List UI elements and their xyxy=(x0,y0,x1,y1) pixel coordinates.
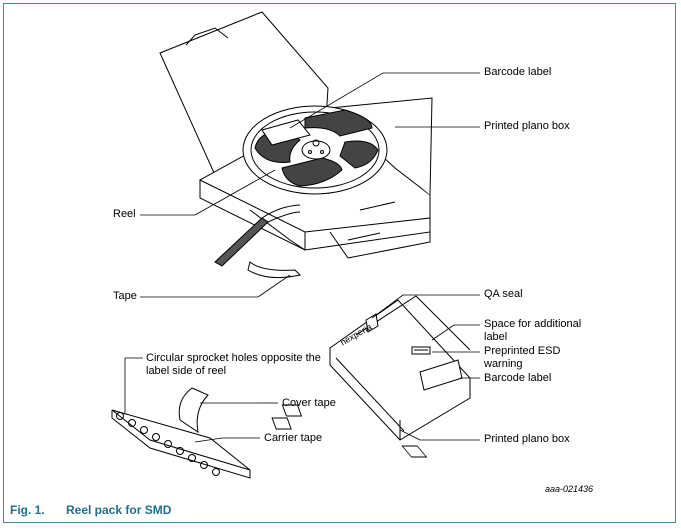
sprocket-holes xyxy=(116,412,220,476)
leader-lines-right xyxy=(371,294,480,441)
figure-caption: Fig. 1. Reel pack for SMD xyxy=(10,503,171,517)
tape-pockets xyxy=(271,404,428,458)
carrier-tape-label: Carrier tape xyxy=(264,432,323,444)
leader-lines-top xyxy=(140,72,480,298)
tape-strip xyxy=(214,204,302,279)
sprocket-holes-line1: Circular sprocket holes opposite the xyxy=(146,352,321,364)
barcode-label-bottom: Barcode label xyxy=(484,372,552,384)
carrier-tape xyxy=(111,387,428,479)
printed-plano-box-bottom: Printed plano box xyxy=(484,433,570,445)
printed-plano-box-top: Printed plano box xyxy=(484,120,570,132)
space-for-label-line2: label xyxy=(484,331,508,343)
reel xyxy=(242,105,388,195)
figure-number: Fig. 1. xyxy=(10,503,45,517)
tape-label: Tape xyxy=(113,290,137,302)
esd-warning-line1: Preprinted ESD xyxy=(484,345,561,357)
qa-seal-label: QA seal xyxy=(484,288,523,300)
figure-title: Reel pack for SMD xyxy=(66,503,172,517)
space-for-label-line1: Space for additional xyxy=(484,318,582,330)
sprocket-holes-line2: label side of reel xyxy=(146,365,227,377)
reel-label: Reel xyxy=(113,208,136,220)
leader-lines-left xyxy=(124,357,278,443)
barcode-label-top: Barcode label xyxy=(484,66,552,78)
figure-frame xyxy=(3,3,676,523)
cover-tape-label: Cover tape xyxy=(282,397,336,409)
plano-box-closed xyxy=(329,295,471,441)
figure-code: aaa-021436 xyxy=(545,484,594,494)
esd-warning-line2: warning xyxy=(484,358,523,370)
